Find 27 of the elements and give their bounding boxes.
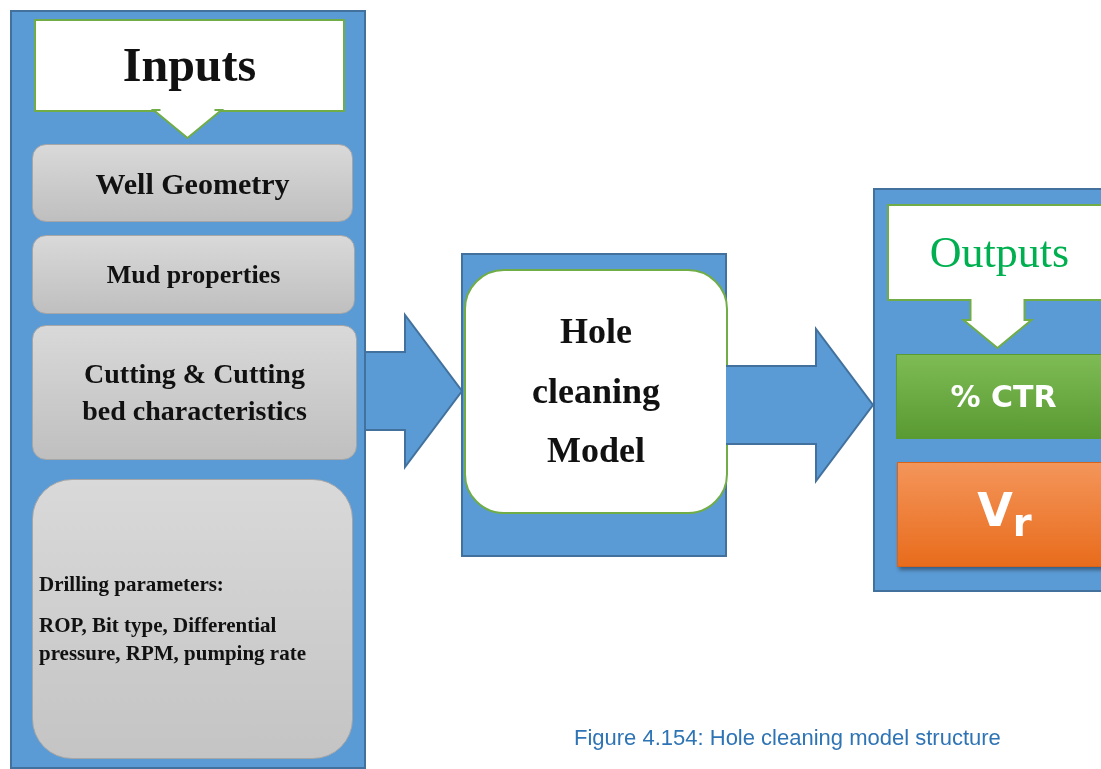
box-label: Mud properties [105,258,282,291]
box-label: Cutting & Cutting bed characteristics [81,357,308,428]
input-box [32,325,357,460]
group-panel [461,253,727,557]
box-label: Drilling parameters: [38,571,225,599]
block-arrow [365,312,464,470]
input-box [32,479,353,759]
input-box [32,144,353,222]
group-panel [873,188,1101,592]
callout-arrow [960,298,1035,350]
box-label: Well Geometry [94,165,291,202]
box-description: ROP, Bit type, Differential pressure, RPM, pumping rate [38,612,307,667]
output-box [896,354,1101,439]
heading-callout [34,19,345,112]
box-label: Outputs [928,226,1071,279]
model-box [464,269,728,514]
block-arrow [725,326,875,484]
box-label: V$_{r}$ [976,482,1033,548]
callout-arrow [150,109,225,140]
box-label: % CTR [949,378,1058,416]
figure-caption: Figure 4.154: Hole cleaning model structure [574,725,1001,751]
output-box [897,462,1101,567]
heading-callout [887,204,1101,301]
input-box [32,235,355,314]
group-panel [10,10,366,769]
box-label: Inputs [121,37,258,94]
box-label: Hole cleaning Model [531,310,661,473]
